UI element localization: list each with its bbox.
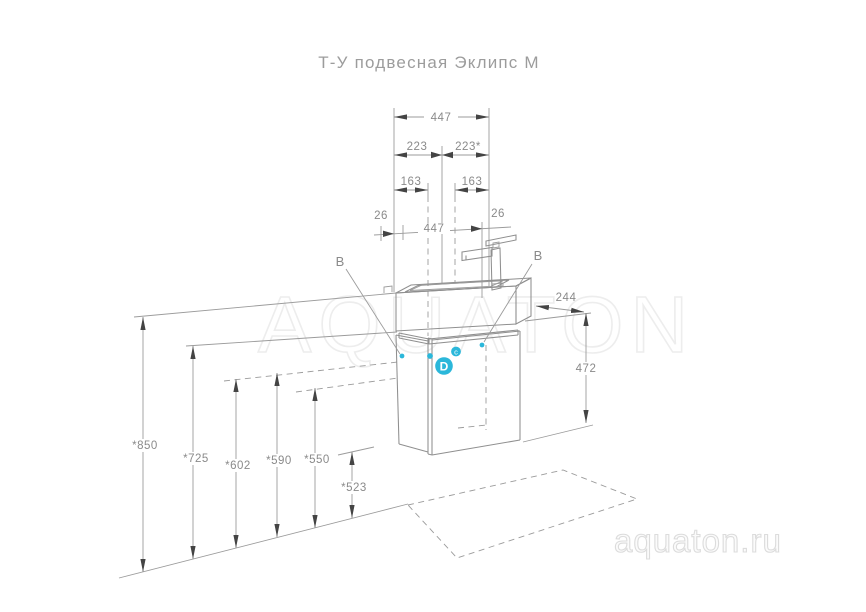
dim-height-590: *590 xyxy=(266,455,292,467)
wall-bracket xyxy=(383,285,393,293)
height-level-lines xyxy=(118,292,409,579)
dim-inner-left: 163 xyxy=(401,176,422,188)
basin-inner xyxy=(409,280,504,291)
callouts: B B xyxy=(336,248,543,359)
sink-right-face xyxy=(515,277,532,325)
dim-right-half: 223* xyxy=(455,141,481,153)
width-dimensions: 447 223 223* 163 163 26 447 26 xyxy=(373,108,512,336)
dim-height-850: *850 xyxy=(132,440,158,452)
sink xyxy=(383,277,532,332)
dim-offset-right: 26 xyxy=(491,208,505,220)
watermark-center: AQUATON xyxy=(258,280,695,369)
dim-offset-left: 26 xyxy=(374,210,388,222)
faucet-handle xyxy=(485,234,517,247)
dim-height-550: *550 xyxy=(304,454,330,466)
dim-depth: 244 xyxy=(556,292,577,304)
faucet-body xyxy=(490,247,502,291)
floor-projection-outline xyxy=(407,469,639,559)
dim-back-width: 447 xyxy=(424,223,445,235)
page-title: Т-У подвесная Эклипс М xyxy=(318,53,540,72)
depth-and-height-dimensions: 244 472 xyxy=(522,292,601,443)
hotspot-large-label: D xyxy=(440,360,449,374)
basin-rim xyxy=(404,279,510,293)
dim-height-725: *725 xyxy=(183,453,209,465)
edge-dot xyxy=(427,353,433,359)
dim-height-523: *523 xyxy=(341,482,367,494)
door-front xyxy=(431,330,521,341)
faucet xyxy=(461,234,517,291)
height-dimensions: *850 *725 *602 *590 *550 *523 xyxy=(128,317,371,572)
cabinet-rail xyxy=(398,329,519,345)
hotspot-small[interactable] xyxy=(451,346,461,357)
faucet-spout xyxy=(461,246,493,262)
callout-left-label: B xyxy=(336,254,345,269)
dim-cabinet-height: 472 xyxy=(576,363,597,375)
callout-right-dot xyxy=(479,342,485,348)
callout-left-dot xyxy=(399,353,405,359)
dim-inner-right: 163 xyxy=(462,176,483,188)
hotspot-small-label: c xyxy=(454,348,458,357)
hotspot-large[interactable] xyxy=(435,357,453,375)
callout-right-label: B xyxy=(534,248,543,263)
dim-height-602: *602 xyxy=(225,460,251,472)
watermark-corner: aquaton.ru xyxy=(614,522,782,559)
cabinet xyxy=(395,329,521,456)
dim-total-width: 447 xyxy=(431,112,452,124)
hotspots: c D xyxy=(435,346,461,375)
dim-left-half: 223 xyxy=(407,141,428,153)
floor-line xyxy=(118,503,409,579)
